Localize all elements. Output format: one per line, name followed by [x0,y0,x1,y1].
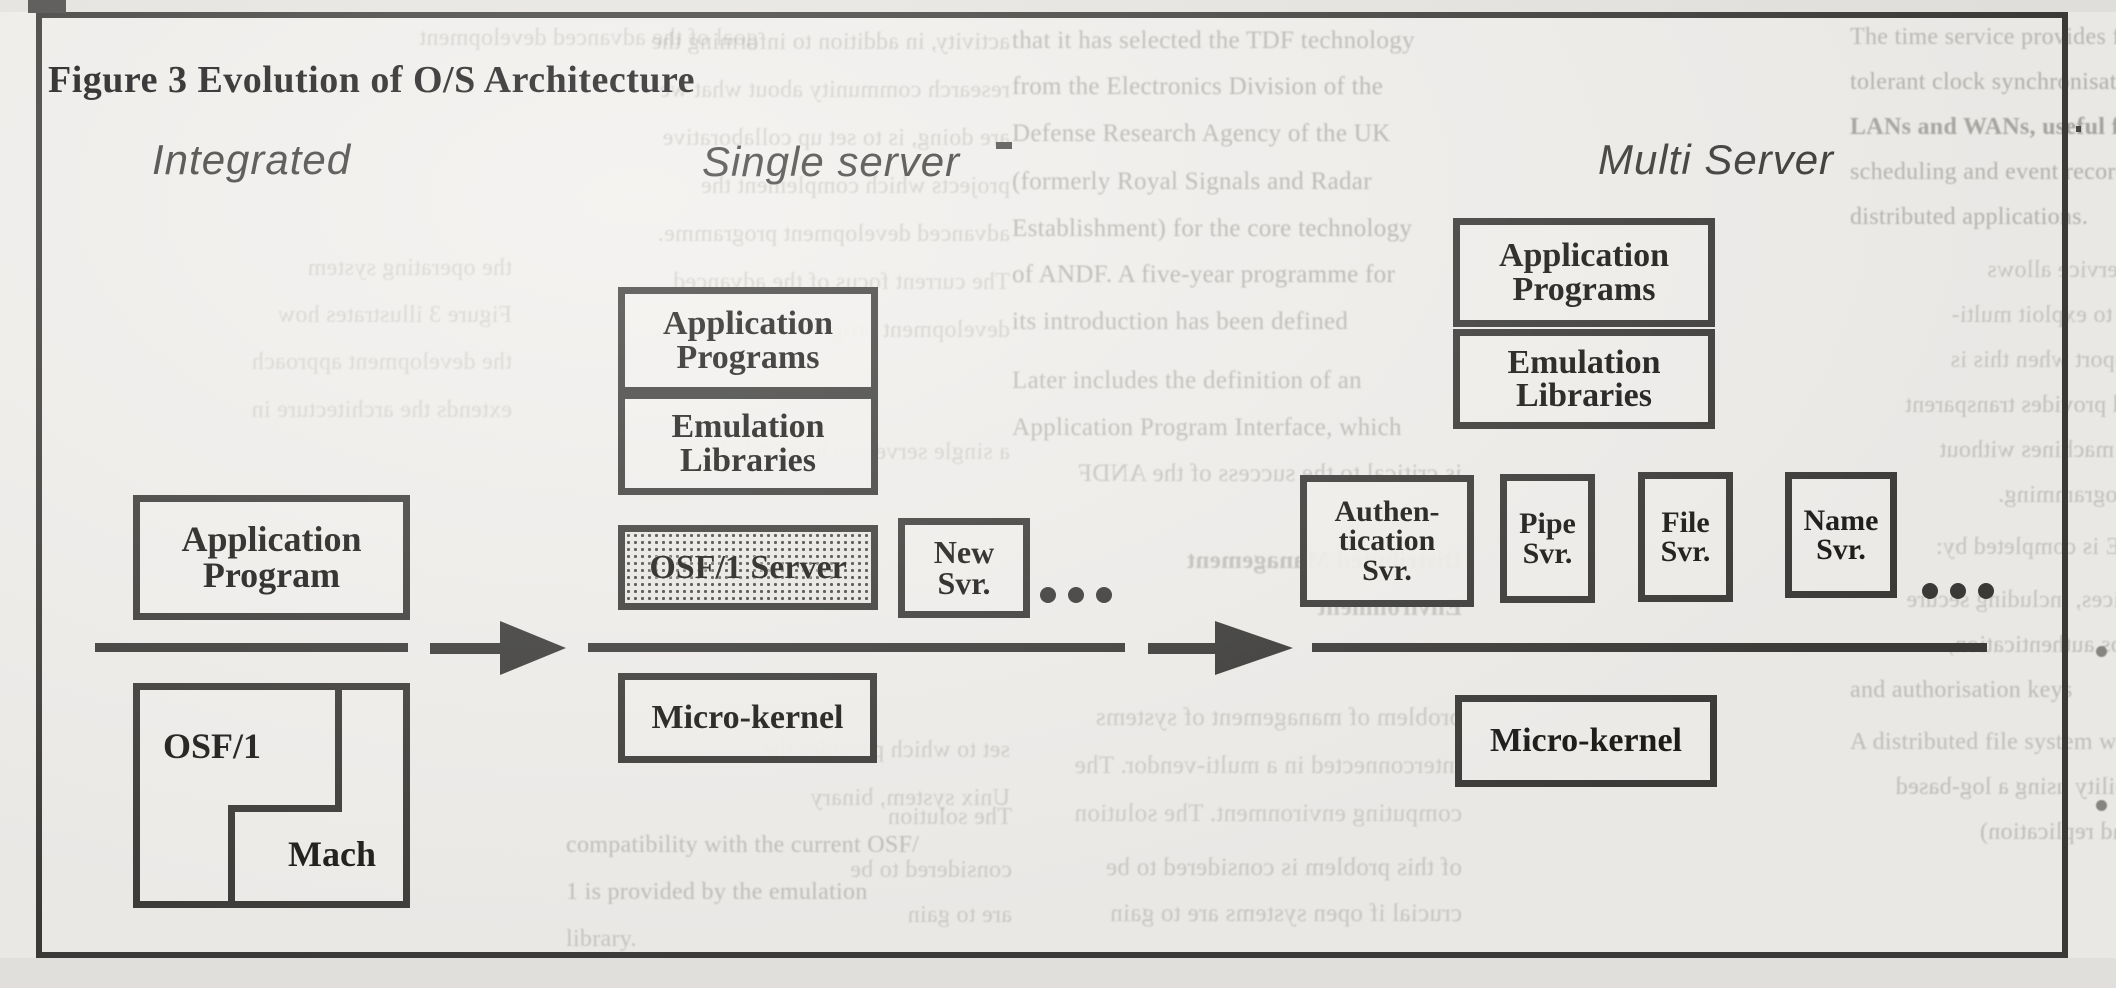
box-label: Micro-kernel [651,699,844,737]
bleedthrough-line: LANs and WANs, useful for both the [1850,114,2116,140]
bleedthrough-line: library. [566,926,637,952]
bleedthrough-line: scheduling and event recording of [1850,159,2116,185]
bleedthrough-line: from the Electronics Division of the [1012,73,1384,100]
bleedthrough-line: tolerant clock synchronisation between [1850,69,2116,95]
box-micro-kernel-multi: Micro-kernel [1455,695,1717,787]
figure-caption: Figure 3 Evolution of O/S Architecture [48,59,696,101]
kernel-boundary-line-3 [1312,643,1987,652]
bleedthrough-line: of ANDF. A five-year programme for [1012,261,1396,288]
box-osf1-mach [133,683,410,908]
bleedthrough-line: that it has selected the TDF technology [1012,27,1415,54]
bleedthrough-line: distributed applications. [1850,204,2089,230]
osf1-mach-divider [228,805,235,908]
bleedthrough-line: Later includes the definition of an [1012,367,1362,394]
page-margin-bottom [0,958,2116,988]
bleedthrough-bullet-icon [2096,800,2107,811]
osf1-mach-divider [335,690,342,812]
box-osf1-server: OSF/1 Server [618,525,878,610]
figure-frame [36,12,2068,958]
stage-label-integrated: Integrated [152,136,352,183]
bleedthrough-line: Defense Research Agency of the UK [1012,120,1391,147]
stage-label-single-server: Single server [702,138,961,185]
stage-label-multi-server: Multi Server [1598,136,1835,183]
box-micro-kernel-single: Micro-kernel [618,673,877,763]
scan-speck [996,142,1012,149]
box-label-mach: Mach [288,834,376,874]
box-label: OSF/1 Server [649,548,847,586]
bleedthrough-line: The time service provides fault- [1850,24,2116,50]
page-margin-top [0,0,2116,12]
more-servers-ellipsis-icon [1040,587,1112,603]
box-label: Micro-kernel [1490,722,1682,760]
osf1-mach-divider [228,805,342,812]
bleedthrough-line: Application Program Interface, which [1012,414,1402,441]
kernel-boundary-line-2 [588,643,1125,652]
bleedthrough-line: A distributed file system which [1850,729,2116,755]
bleedthrough-bullet-icon [2096,646,2107,657]
more-servers-ellipsis-icon [1922,583,1994,599]
bleedthrough-line: Establishment) for the core technology [1012,215,1413,242]
bleedthrough-line: (formerly Royal Signals and Radar [1012,168,1372,195]
bleedthrough-line: compatibility with the current OSF/ [566,832,920,858]
scan-speck [28,0,66,13]
box-label-osf1: OSF/1 [163,726,262,766]
kernel-boundary-line-1 [95,643,408,652]
scan-speck [2076,126,2081,132]
bleedthrough-line: and authorisation keys [1850,677,2073,703]
bleedthrough-line: its introduction has been defined [1012,308,1349,335]
bleedthrough-line: 1 is provided by the emulation [566,879,868,905]
